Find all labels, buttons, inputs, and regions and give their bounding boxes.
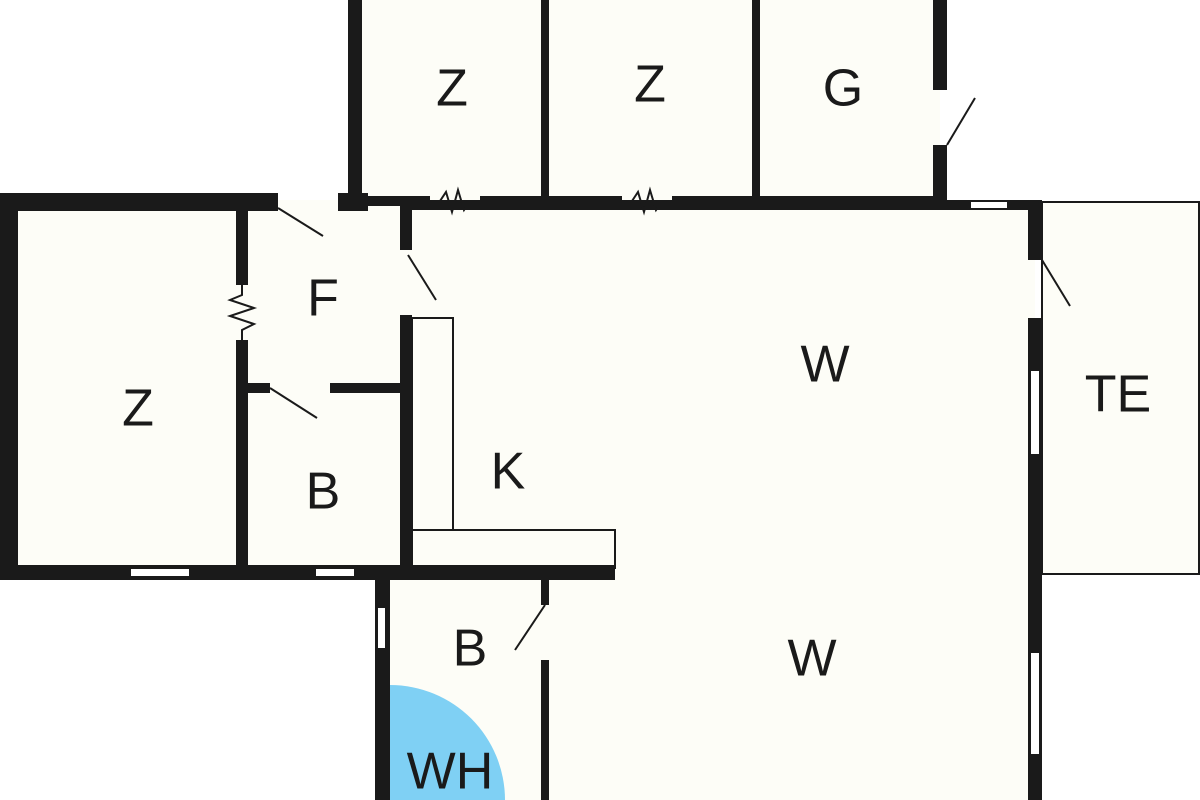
room-label-z2: Z xyxy=(634,56,666,114)
room-label-z1: Z xyxy=(436,60,468,118)
room-label-w-top: W xyxy=(800,336,849,394)
kitchen-counter-bottom xyxy=(411,529,616,569)
walls xyxy=(0,0,1042,800)
doors xyxy=(226,97,1071,651)
room-label-z-left: Z xyxy=(122,380,154,438)
room-label-g: G xyxy=(823,60,863,118)
wh-area xyxy=(390,685,505,800)
room-label-f: F xyxy=(307,270,339,328)
room-label-wh: WH xyxy=(407,743,494,800)
room-label-te: TE xyxy=(1085,366,1151,424)
room-label-b-bottom: B xyxy=(453,620,488,678)
room-label-b-top: B xyxy=(306,463,341,521)
room-label-k: K xyxy=(491,443,526,501)
terrace-outline xyxy=(1041,201,1200,575)
terrace xyxy=(1042,202,1200,574)
room-label-w-bottom: W xyxy=(787,630,836,688)
room-fills xyxy=(10,0,1200,800)
